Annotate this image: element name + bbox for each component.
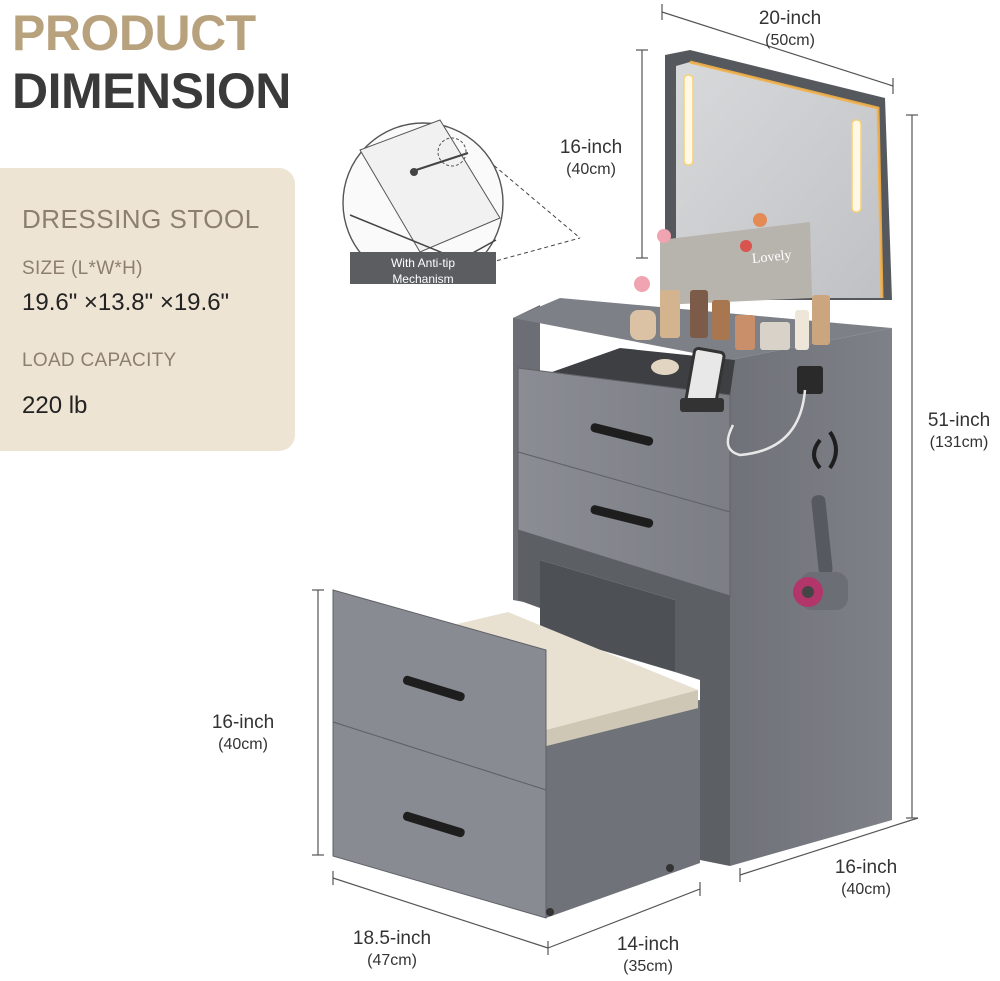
- anti-tip-callout: [342, 119, 581, 284]
- power-outlet: [797, 366, 823, 394]
- dim-mirror-height: 16-inch (40cm): [559, 137, 623, 178]
- spec-heading: DRESSING STOOL: [22, 204, 260, 234]
- stool: [332, 589, 700, 919]
- title-dimension: DIMENSION: [12, 63, 291, 119]
- dim-vanity-depth: 16-inch (40cm): [834, 857, 898, 898]
- dim-vanity-height: 51-inch (131cm): [927, 410, 991, 451]
- size-label: SIZE (L*W*H): [22, 258, 143, 279]
- dimension-lines: [312, 4, 919, 955]
- spec-card: [0, 168, 295, 451]
- hook: [812, 430, 838, 470]
- dim-stool-height: 16-inch (40cm): [211, 712, 275, 753]
- dim-stool-length: 18.5-inch (47cm): [352, 928, 432, 969]
- title-product: PRODUCT: [12, 5, 256, 61]
- cosmetics: [630, 213, 830, 412]
- dim-stool-width: 14-inch (35cm): [616, 934, 680, 975]
- load-value: 220 lb: [22, 392, 88, 419]
- dim-vanity-width: 20-inch (50cm): [758, 8, 822, 49]
- anti-tip-label: With Anti-tip Mechanism: [390, 256, 456, 286]
- load-label: LOAD CAPACITY: [22, 350, 177, 371]
- size-value: 19.6" ×13.8" ×19.6": [22, 289, 230, 316]
